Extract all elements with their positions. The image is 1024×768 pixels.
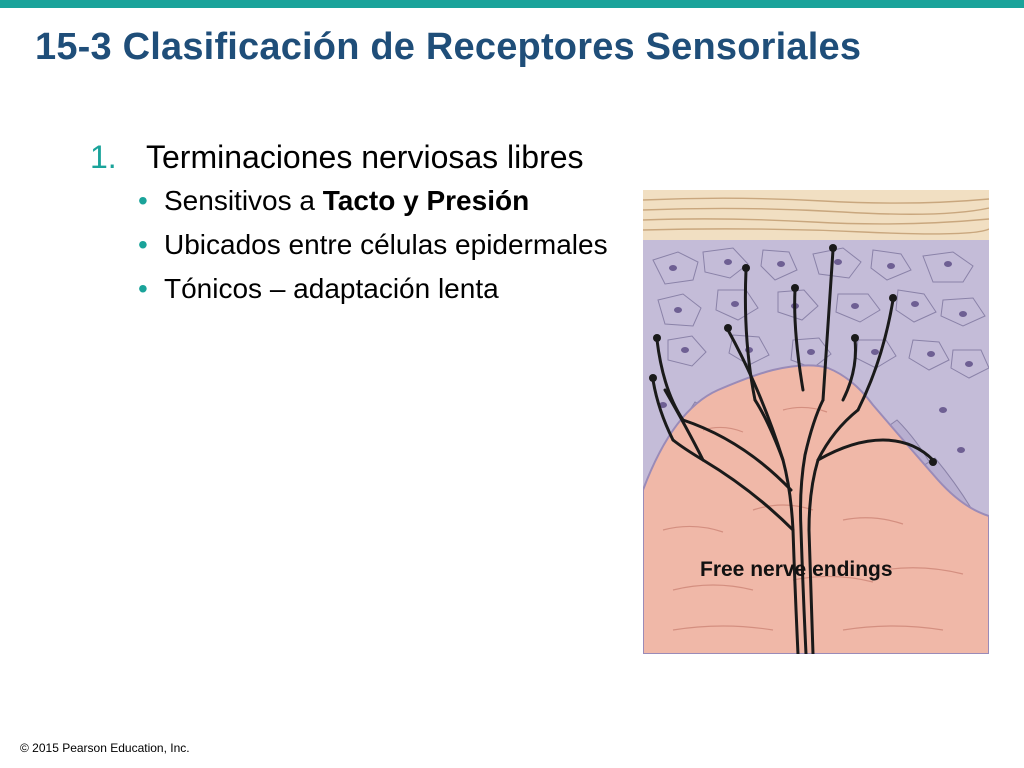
cell-nuclei <box>659 259 973 473</box>
bullet-item: • Ubicados entre células epidermales <box>138 228 630 262</box>
figure-caption: Free nerve endings <box>700 558 893 581</box>
list-item-text: Terminaciones nerviosas libres <box>146 139 584 175</box>
bullet-icon: • <box>138 273 148 304</box>
bullet-text: Sensitivos a Tacto y Presión <box>164 185 530 216</box>
slide-content: 1. Terminaciones nerviosas libres • Sens… <box>90 138 630 316</box>
list-item-1: 1. Terminaciones nerviosas libres <box>90 138 630 176</box>
copyright-footer: © 2015 Pearson Education, Inc. <box>20 741 190 755</box>
bullet-text: Tónicos – adaptación lenta <box>164 273 499 304</box>
nerve-terminals <box>649 244 937 466</box>
top-accent-bar <box>0 0 1024 8</box>
bullet-icon: • <box>138 185 148 216</box>
list-number: 1. <box>90 139 117 175</box>
bullet-icon: • <box>138 229 148 260</box>
stratum-corneum <box>643 190 989 240</box>
nerve-endings-illustration <box>643 190 989 654</box>
bullet-item: • Tónicos – adaptación lenta <box>138 272 630 306</box>
bullet-emphasis: Tacto y Presión <box>322 185 530 216</box>
bullet-item: • Sensitivos a Tacto y Presión <box>138 184 630 218</box>
slide-title: 15-3 Clasificación de Receptores Sensori… <box>35 26 862 68</box>
dermis-layer <box>643 364 989 654</box>
bullet-text: Ubicados entre células epidermales <box>164 229 608 260</box>
nerve-fibers <box>651 248 935 654</box>
epidermal-cells <box>652 247 989 379</box>
